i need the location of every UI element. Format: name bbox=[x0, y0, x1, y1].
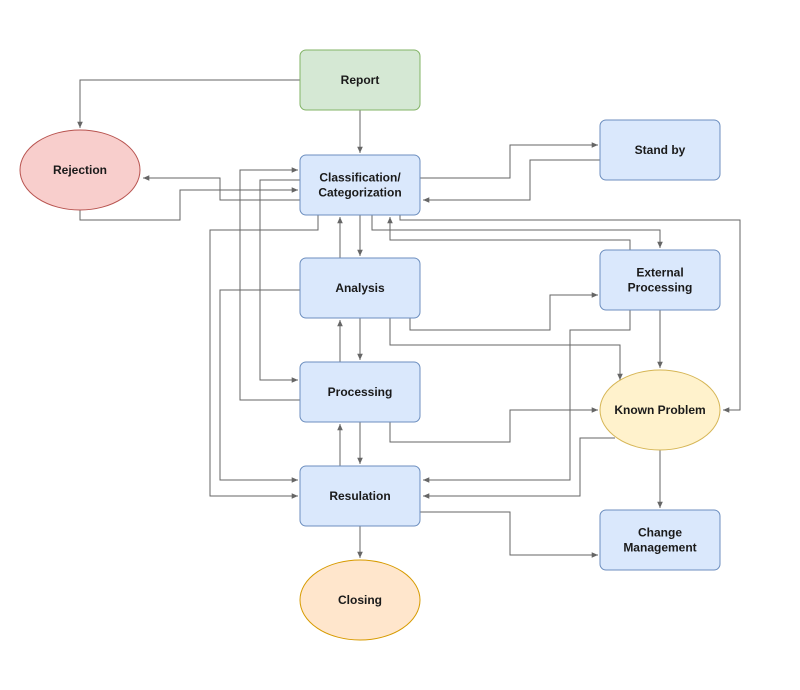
node-resulation[interactable]: Resulation bbox=[299, 465, 421, 527]
node-classification[interactable]: Classification/Categorization bbox=[299, 154, 421, 216]
edge-external-resulation bbox=[423, 310, 631, 483]
edge-classification-processing bbox=[259, 179, 300, 383]
node-label: Report bbox=[341, 73, 380, 87]
node-label-line: Stand by bbox=[635, 143, 686, 157]
edge-classification-known bbox=[399, 215, 741, 413]
edge-analysis-external bbox=[409, 292, 598, 331]
edge-classification-rejection bbox=[143, 175, 300, 201]
edge-standby-classification bbox=[423, 159, 600, 203]
node-label-line: Classification/ bbox=[319, 171, 401, 185]
edge-processing-classification bbox=[239, 167, 300, 401]
edge-rejection-classification bbox=[79, 187, 298, 221]
node-label-line: Rejection bbox=[53, 163, 107, 177]
node-label-line: Known Problem bbox=[614, 403, 705, 417]
node-label: Closing bbox=[338, 593, 382, 607]
node-label-line: Closing bbox=[338, 593, 382, 607]
node-label: Rejection bbox=[53, 163, 107, 177]
node-label-line: Categorization bbox=[318, 186, 401, 200]
node-label-line: Management bbox=[623, 541, 696, 555]
node-label: Processing bbox=[328, 385, 393, 399]
node-label-line: Processing bbox=[628, 281, 693, 295]
node-label-line: Analysis bbox=[335, 281, 385, 295]
edge-analysis-known bbox=[389, 318, 623, 380]
node-label: Classification/Categorization bbox=[318, 171, 401, 200]
edge-report-rejection bbox=[77, 79, 300, 128]
edge-known-resulation bbox=[423, 437, 615, 499]
node-label-line: Resulation bbox=[329, 489, 390, 503]
edge-classification-resulation bbox=[209, 215, 319, 499]
node-label-line: External bbox=[636, 266, 683, 280]
node-rejection[interactable]: Rejection bbox=[19, 129, 141, 211]
node-analysis[interactable]: Analysis bbox=[299, 257, 421, 319]
edge-processing-known bbox=[389, 407, 598, 443]
node-label: Stand by bbox=[635, 143, 686, 157]
node-report[interactable]: Report bbox=[299, 49, 421, 111]
edge-classification-external bbox=[371, 215, 663, 248]
node-closing[interactable]: Closing bbox=[299, 559, 421, 641]
node-standby[interactable]: Stand by bbox=[599, 119, 721, 181]
edges bbox=[77, 79, 741, 558]
nodes: Report Rejection Classification/Categori… bbox=[19, 49, 721, 641]
node-label-line: Report bbox=[341, 73, 380, 87]
node-label: Resulation bbox=[329, 489, 390, 503]
node-label: Known Problem bbox=[614, 403, 705, 417]
node-label-line: Change bbox=[638, 526, 682, 540]
edge-external-classification bbox=[387, 217, 631, 250]
node-processing[interactable]: Processing bbox=[299, 361, 421, 423]
edge-analysis-resulation bbox=[219, 289, 300, 483]
node-known-problem[interactable]: Known Problem bbox=[599, 369, 721, 451]
edge-classification-standby bbox=[420, 142, 598, 179]
node-label-line: Processing bbox=[328, 385, 393, 399]
node-label: Analysis bbox=[335, 281, 385, 295]
edge-resulation-change bbox=[420, 511, 598, 558]
